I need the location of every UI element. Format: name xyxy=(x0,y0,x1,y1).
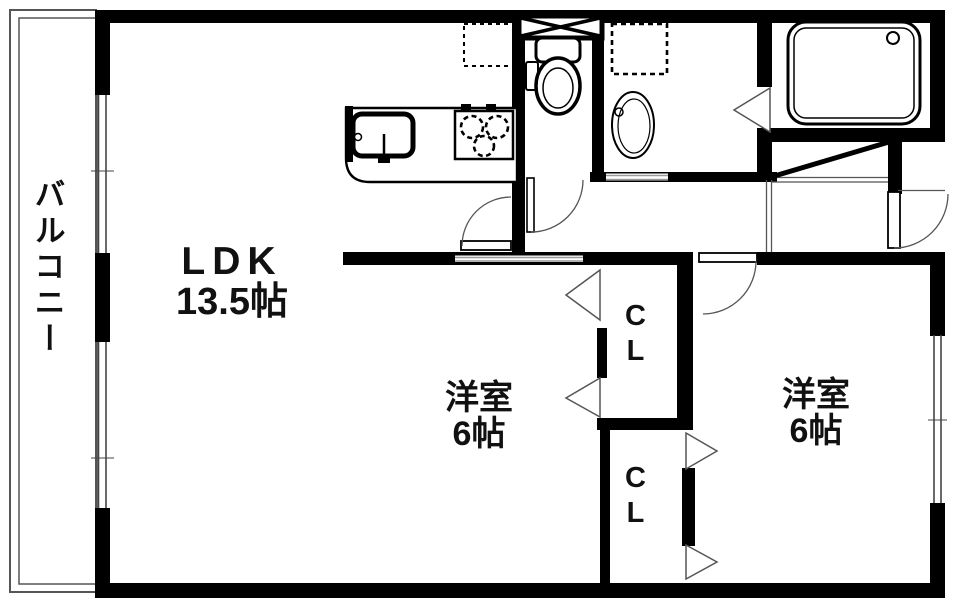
room-west2-size: 6帖 xyxy=(789,411,843,450)
closet-upper-label: CL xyxy=(619,300,652,370)
room1-sliding-track xyxy=(455,255,583,262)
room-west1-name: 洋室 xyxy=(445,379,513,417)
washbasin-icon xyxy=(611,91,655,159)
balcony-window-lower xyxy=(91,342,114,508)
ldk-size: 13.5帖 xyxy=(176,280,288,323)
room1-door xyxy=(460,196,512,251)
room-west1-label: 洋室 6帖 xyxy=(403,379,555,453)
washer-space-outline xyxy=(610,22,669,76)
balcony-label: バルコニー xyxy=(29,178,65,358)
refrigerator-space-outline xyxy=(463,23,514,67)
washroom-sliding-door xyxy=(606,173,668,181)
walls xyxy=(95,10,945,598)
room2-door xyxy=(698,252,758,315)
toilet-door xyxy=(526,177,584,233)
balcony-window-upper xyxy=(91,95,114,253)
entrance-step-lines xyxy=(765,176,945,252)
kitchen-sink-icon xyxy=(350,111,416,163)
ldk-label: LDK 13.5帖 xyxy=(148,240,316,323)
ldk-name: LDK xyxy=(181,240,283,283)
kitchen-counter xyxy=(344,106,519,184)
upper-closet-bifold-icons xyxy=(564,268,601,419)
entrance-door xyxy=(887,191,949,249)
bath-bifold-door-icon xyxy=(732,86,771,134)
toilet-icon xyxy=(525,36,582,116)
stove-icon xyxy=(453,104,515,161)
room-west2-label: 洋室 6帖 xyxy=(740,376,892,450)
entrance-diagonal-wall xyxy=(770,139,890,180)
pipe-space-icon xyxy=(516,13,605,41)
lower-closet-bifold-icons xyxy=(685,431,719,581)
room-west1-size: 6帖 xyxy=(452,414,506,453)
room2-window xyxy=(928,335,947,503)
bathtub-icon xyxy=(786,20,922,126)
closet-lower-label: CL xyxy=(619,462,652,532)
room-west2-name: 洋室 xyxy=(782,376,850,414)
